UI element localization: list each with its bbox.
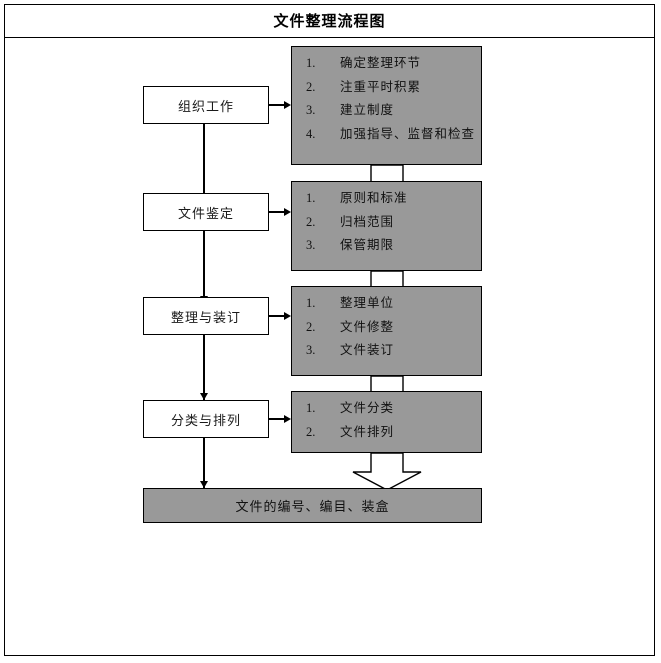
connector-stage3-detail3 xyxy=(269,315,284,317)
connector-stage2-detail2 xyxy=(269,211,284,213)
arrowhead-stage4-detail4 xyxy=(284,415,291,423)
block-arrow-detail4-final xyxy=(347,453,427,491)
detail-item: 2. 归档范围 xyxy=(306,214,481,229)
connector-stage3-stage4 xyxy=(203,335,205,400)
detail-item-label: 文件排列 xyxy=(340,424,395,439)
detail-item: 1. 文件分类 xyxy=(306,402,481,415)
detail-item-number: 1. xyxy=(306,56,316,70)
detail-item-label: 建立制度 xyxy=(340,103,395,117)
detail-item-number: 2. xyxy=(306,319,316,334)
title-row: 文件整理流程图 xyxy=(4,4,655,38)
connector-stage4-detail4 xyxy=(269,418,284,420)
detail-item-label: 文件修整 xyxy=(340,319,395,334)
final-box-label: 文件的编号、编目、装盒 xyxy=(235,499,390,514)
detail-item: 3. 保管期限 xyxy=(306,239,481,252)
detail-item-label: 原则和标准 xyxy=(340,191,408,205)
connector-stage1-detail1 xyxy=(269,104,284,106)
detail-item-number: 4. xyxy=(306,126,316,141)
detail-item: 1. 整理单位 xyxy=(306,297,481,310)
detail-item: 3. 文件装订 xyxy=(306,344,481,357)
detail-item-label: 确定整理环节 xyxy=(340,56,422,70)
arrowhead-stage3-stage4 xyxy=(200,393,208,400)
arrowhead-stage3-detail3 xyxy=(284,312,291,320)
diagram-canvas: 组织工作 1. 确定整理环节 2. 注重平时积累 3. 建立制度 4. 加强指导… xyxy=(0,38,661,658)
detail-item-number: 2. xyxy=(306,214,316,229)
detail-item-number: 3. xyxy=(306,343,316,357)
detail-item: 2. 文件排列 xyxy=(306,424,481,439)
detail-item-label: 注重平时积累 xyxy=(340,79,422,94)
stage-box-2[interactable]: 文件鉴定 xyxy=(143,193,269,231)
detail-item-label: 保管期限 xyxy=(340,238,395,252)
stage-box-1-label: 组织工作 xyxy=(177,98,234,114)
detail-item: 1. 原则和标准 xyxy=(306,192,481,205)
detail-item-number: 1. xyxy=(306,296,316,310)
connector-stage1-stage2 xyxy=(203,124,205,201)
detail-item-label: 整理单位 xyxy=(340,296,395,310)
stage-box-2-label: 文件鉴定 xyxy=(177,205,234,221)
detail-item-label: 文件分类 xyxy=(340,401,395,415)
detail-item-number: 2. xyxy=(306,79,316,94)
final-box[interactable]: 文件的编号、编目、装盒 xyxy=(143,488,482,523)
detail-item: 2. 注重平时积累 xyxy=(306,79,481,94)
arrowhead-stage2-detail2 xyxy=(284,208,291,216)
detail-item-number: 1. xyxy=(306,401,316,415)
arrowhead-stage1-detail1 xyxy=(284,101,291,109)
stage-box-3[interactable]: 整理与装订 xyxy=(143,297,269,335)
stage-box-4-label: 分类与排列 xyxy=(170,412,241,428)
detail-item: 1. 确定整理环节 xyxy=(306,57,481,70)
detail-item-label: 加强指导、监督和检查 xyxy=(340,126,476,141)
detail-item-number: 2. xyxy=(306,424,316,439)
detail-item-label: 文件装订 xyxy=(340,343,395,357)
detail-item: 3. 建立制度 xyxy=(306,104,481,117)
connector-stage2-stage3 xyxy=(203,231,205,303)
detail-box-4[interactable]: 1. 文件分类 2. 文件排列 xyxy=(291,391,482,453)
detail-item-number: 3. xyxy=(306,103,316,117)
connector-stage4-final xyxy=(203,438,205,488)
stage-box-4[interactable]: 分类与排列 xyxy=(143,400,269,438)
arrowhead-stage4-final xyxy=(200,481,208,488)
detail-item-label: 归档范围 xyxy=(340,214,395,229)
detail-item-number: 3. xyxy=(306,238,316,252)
detail-box-1[interactable]: 1. 确定整理环节 2. 注重平时积累 3. 建立制度 4. 加强指导、监督和检… xyxy=(291,46,482,165)
stage-box-3-label: 整理与装订 xyxy=(170,309,241,325)
stage-box-1[interactable]: 组织工作 xyxy=(143,86,269,124)
detail-box-3[interactable]: 1. 整理单位 2. 文件修整 3. 文件装订 xyxy=(291,286,482,376)
detail-box-2[interactable]: 1. 原则和标准 2. 归档范围 3. 保管期限 xyxy=(291,181,482,271)
page-title: 文件整理流程图 xyxy=(273,14,386,30)
detail-item-number: 1. xyxy=(306,191,316,205)
detail-item: 2. 文件修整 xyxy=(306,319,481,334)
detail-item: 4. 加强指导、监督和检查 xyxy=(306,126,481,141)
